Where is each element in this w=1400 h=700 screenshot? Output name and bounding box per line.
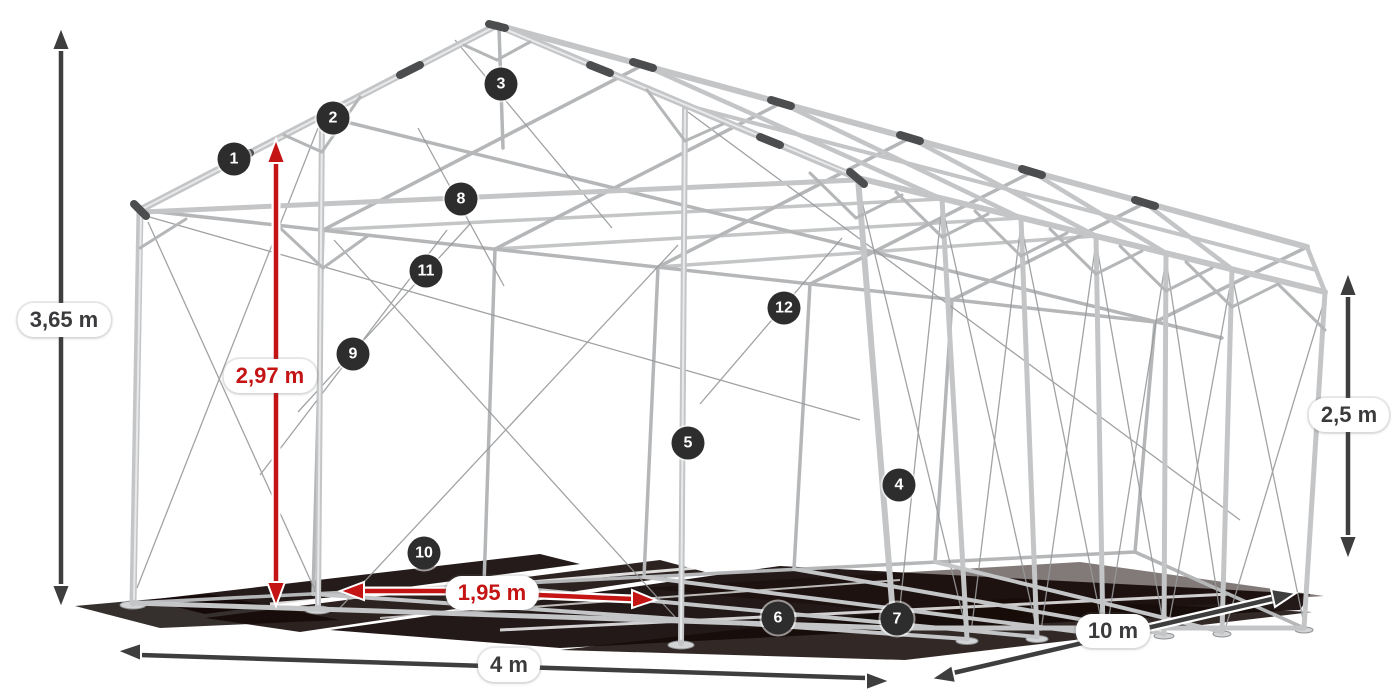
part-badge-4: 4	[882, 468, 916, 502]
dimension-label-clear-height: 2,97 m	[223, 359, 317, 393]
part-badge-1: 1	[217, 142, 251, 176]
part-badge-12: 12	[767, 291, 801, 325]
dimension-label-total-height: 3,65 m	[17, 303, 111, 337]
part-badge-11: 11	[409, 254, 443, 288]
part-badge-10: 10	[407, 536, 441, 570]
frame-far-members	[131, 26, 1309, 630]
dimension-label-length: 10 m	[1075, 614, 1151, 648]
dimension-arrow-clear-width	[337, 580, 659, 610]
dimension-label-width: 4 m	[478, 648, 540, 682]
part-badge-2: 2	[316, 101, 350, 135]
part-badge-6: 6	[761, 601, 795, 635]
dimension-label-side-height: 2,5 m	[1308, 398, 1390, 432]
part-badge-3: 3	[484, 67, 518, 101]
dimension-label-clear-width: 1,95 m	[445, 576, 539, 610]
part-badge-7: 7	[880, 602, 914, 636]
frame-main-members	[129, 21, 1328, 646]
part-badge-8: 8	[444, 182, 478, 216]
part-badge-5: 5	[671, 426, 705, 460]
part-badge-9: 9	[336, 337, 370, 371]
frame-braces	[138, 40, 1327, 332]
